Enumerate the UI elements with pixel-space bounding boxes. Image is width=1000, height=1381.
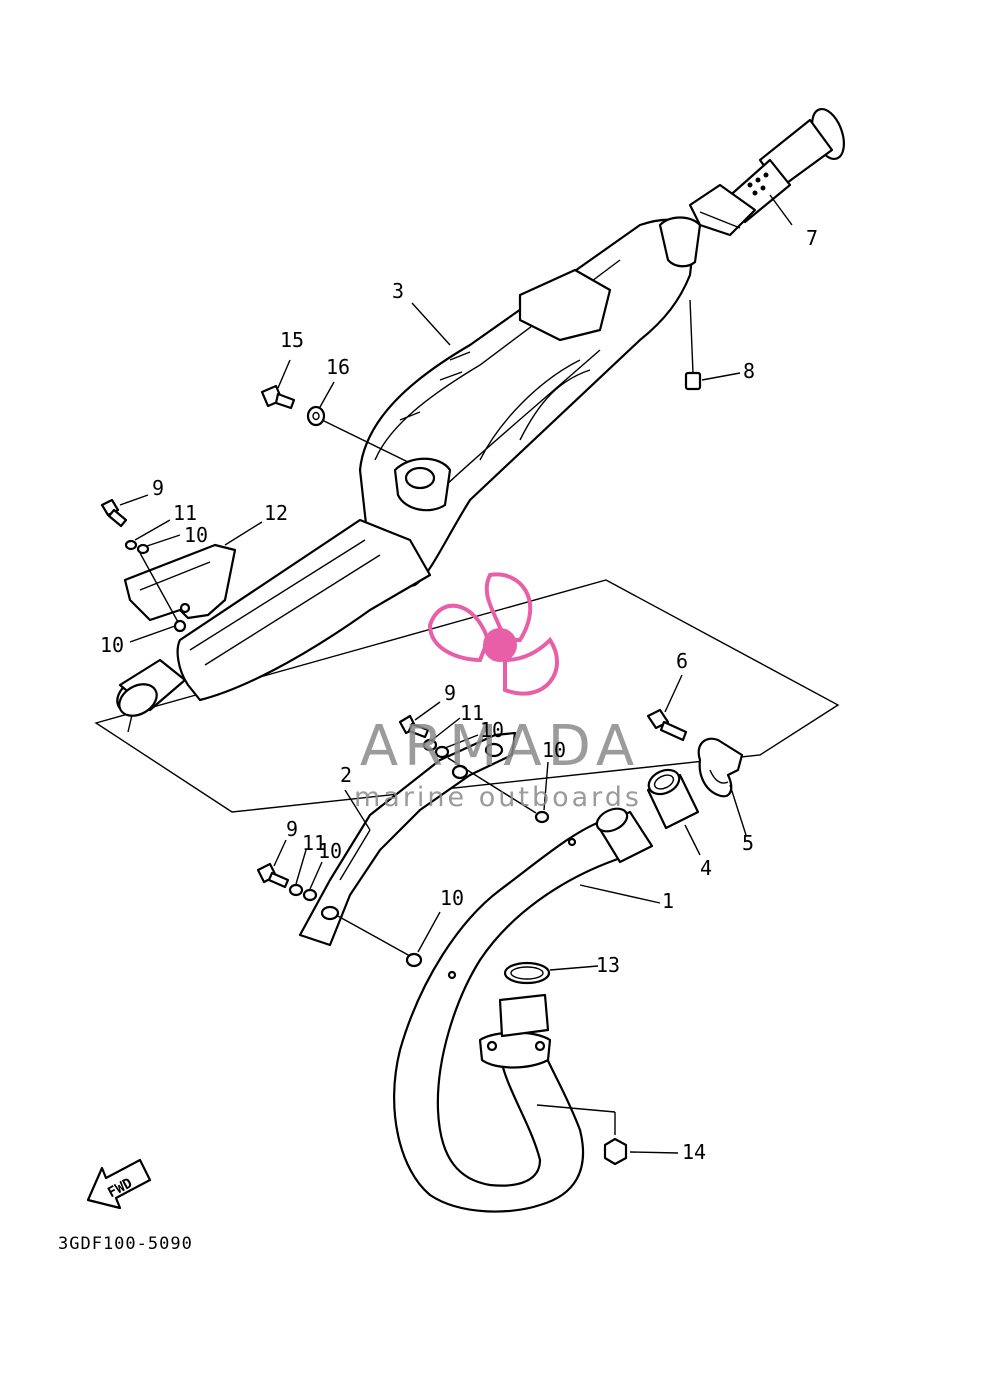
washers-upper — [124, 539, 187, 633]
callout-7: 7 — [806, 226, 818, 250]
callout-10-left: 10 — [100, 633, 124, 657]
assembly-frame — [94, 579, 840, 813]
callout-1: 1 — [662, 889, 674, 913]
watermark-tagline: marine outboards — [354, 782, 642, 813]
callout-11-lower: 11 — [302, 831, 326, 855]
callout-9-lower: 9 — [286, 817, 298, 841]
callout-2: 2 — [340, 763, 352, 787]
callout-labels: 3 7 8 15 16 9 11 10 12 10 6 9 11 10 10 2… — [100, 226, 818, 1164]
diagram-code: 3GDF100-5090 — [58, 1234, 193, 1254]
callout-14: 14 — [682, 1140, 706, 1164]
callout-16: 16 — [326, 355, 350, 379]
callout-5: 5 — [742, 831, 754, 855]
watermark-brand: ARMADA — [360, 714, 640, 779]
callout-10-mid: 10 — [480, 718, 504, 742]
spark-arrester-part-7 — [688, 108, 845, 237]
callout-3: 3 — [392, 279, 404, 303]
muffler-tailpipe — [116, 518, 432, 733]
callout-6: 6 — [676, 649, 688, 673]
bracket-part-2 — [298, 731, 517, 947]
heat-guard-part-12 — [123, 543, 237, 622]
callout-15: 15 — [280, 328, 304, 352]
callout-10-lower: 10 — [318, 839, 342, 863]
exhaust-pipe-part-1 — [393, 807, 654, 1213]
callout-10-bottom: 10 — [440, 886, 464, 910]
bolt-part-9-lower — [256, 862, 290, 889]
fwd-arrow-icon: FWD — [86, 1158, 152, 1210]
callout-11-mid: 11 — [460, 701, 484, 725]
callout-9-upper: 9 — [152, 476, 164, 500]
bolt-part-8 — [684, 299, 702, 391]
clamp-part-5 — [697, 737, 744, 798]
callout-12: 12 — [264, 501, 288, 525]
gasket-part-13 — [503, 961, 551, 985]
nut-part-14 — [536, 1104, 628, 1166]
bolt-part-9-upper — [100, 498, 128, 528]
washer-part-16 — [306, 405, 409, 463]
sleeve-part-4 — [646, 768, 700, 830]
bolt-part-9-mid — [398, 714, 430, 739]
callout-8: 8 — [743, 359, 755, 383]
callout-10-right: 10 — [542, 738, 566, 762]
watermark-logo: ARMADA marine outboards — [354, 572, 642, 813]
leader-lines — [119, 194, 793, 1154]
callout-4: 4 — [700, 856, 712, 880]
washers-lower — [288, 883, 423, 968]
bolt-part-15 — [260, 384, 296, 410]
callout-11-upper: 11 — [173, 501, 197, 525]
muffler-part-3 — [358, 216, 702, 588]
bolt-part-6 — [646, 708, 688, 742]
callout-13: 13 — [596, 953, 620, 977]
callout-10-upper: 10 — [184, 523, 208, 547]
washers-mid — [422, 738, 550, 824]
callout-9-mid: 9 — [444, 681, 456, 705]
